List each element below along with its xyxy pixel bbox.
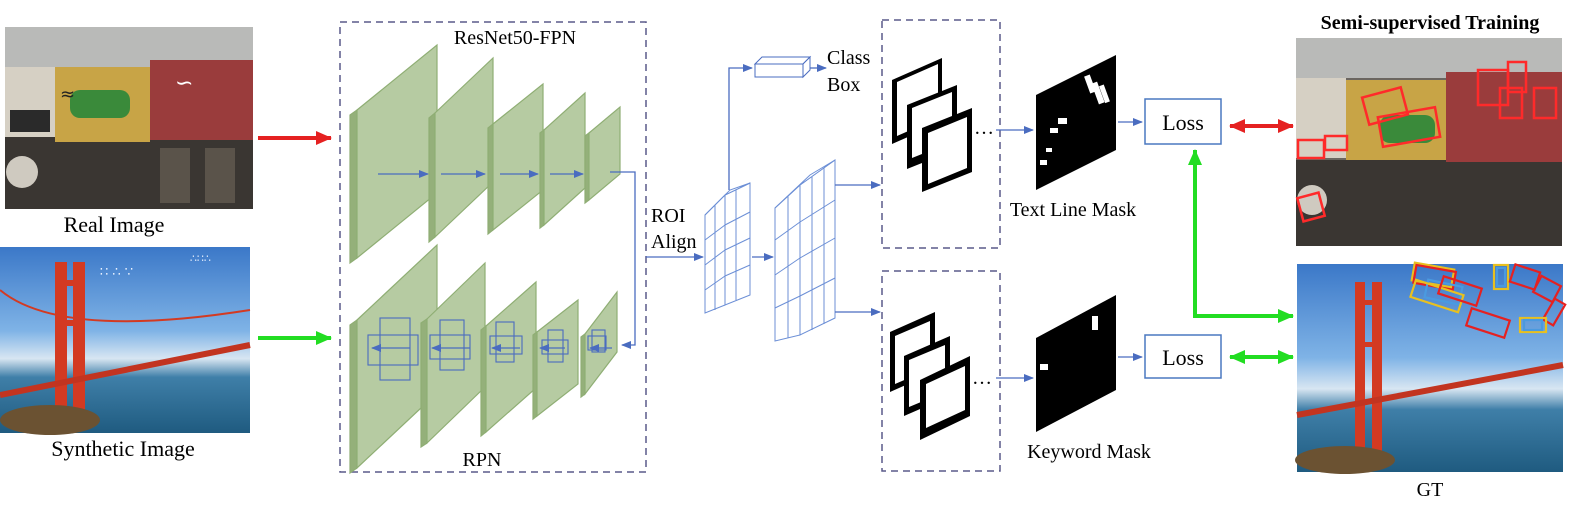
svg-text:≈: ≈ — [60, 84, 75, 105]
loss-box-top — [1144, 98, 1222, 145]
text-line-mask-box — [881, 19, 1001, 249]
keyword-mask-stack — [890, 312, 970, 440]
text-line-mask-stack — [892, 58, 972, 192]
synthetic-image-label: Synthetic Image — [51, 436, 195, 461]
mask-head-grid — [774, 159, 836, 342]
keyword-mask-label: Keyword Mask — [1027, 441, 1151, 463]
roi-label-line2: Align — [651, 231, 697, 253]
rpn-label: RPN — [463, 449, 502, 471]
svg-text:∽: ∽ — [175, 71, 193, 96]
synthetic-image-thumbnail: ∷ ∴ ∵ ∴∷∴ — [0, 247, 251, 435]
text-line-mask-image — [1036, 55, 1116, 190]
fpn-to-rpn-arrow — [610, 171, 636, 349]
roi-feature-grid — [704, 182, 751, 314]
class-label: Class — [827, 47, 871, 69]
box-label: Box — [827, 74, 860, 96]
rpn-feature-maps — [349, 243, 618, 475]
semi-supervised-output-image — [1295, 38, 1562, 246]
loss-label-top: Loss — [1162, 110, 1204, 135]
keyword-mask-image — [1036, 295, 1116, 432]
real-image-thumbnail: ≈ ∽ — [5, 27, 253, 209]
roi-label-line1: ROI — [651, 205, 685, 227]
fpn-feature-maps — [349, 43, 621, 265]
keyword-ellipsis: … — [972, 367, 992, 389]
backbone-title: ResNet50-FPN — [454, 27, 576, 49]
backbone-box — [339, 21, 647, 473]
loss-box-bottom — [1144, 334, 1222, 379]
svg-text:∴∷∴: ∴∷∴ — [190, 252, 211, 265]
gt-to-top-loss-green-arrow — [1188, 149, 1293, 318]
gt-label: GT — [1417, 479, 1444, 501]
text-line-mask-label: Text Line Mask — [1010, 199, 1136, 221]
text-line-ellipsis: … — [974, 117, 994, 139]
svg-text:∷ ∴ ∵: ∷ ∴ ∵ — [100, 265, 133, 280]
loss-label-bottom: Loss — [1162, 345, 1204, 370]
ground-truth-image — [1295, 261, 1567, 474]
fc-layer — [753, 55, 812, 79]
class-box-branch-arrow — [728, 64, 753, 190]
real-image-label: Real Image — [64, 212, 165, 237]
semi-supervised-title: Semi-supervised Training — [1321, 12, 1540, 34]
keyword-mask-box — [881, 270, 1001, 472]
